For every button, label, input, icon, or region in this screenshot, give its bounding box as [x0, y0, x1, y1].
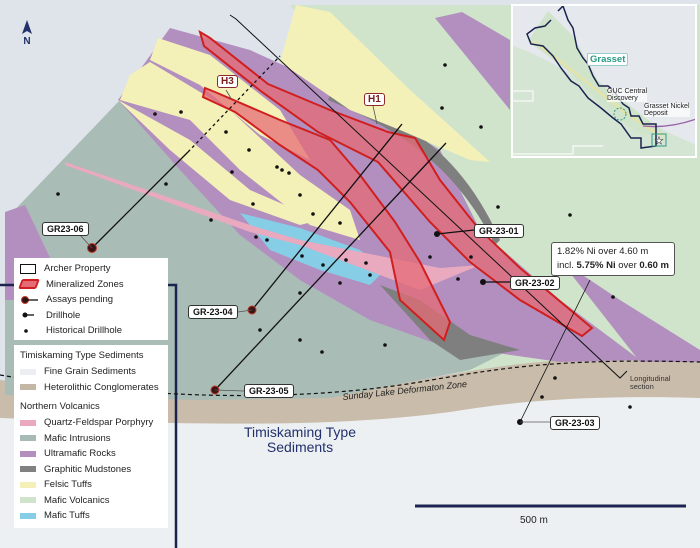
label-gr23-05: GR-23-05: [244, 384, 294, 398]
assays-pending-icon: [21, 295, 38, 304]
label-h1: H1: [364, 93, 385, 106]
drillhole-trace-gr23-01: [436, 229, 475, 235]
drillhole-collar-gr23-02: [480, 279, 486, 285]
legend-ultramafic-rocks: Ultramafic Rocks: [20, 446, 162, 462]
assay-result-callout: 1.82% Ni over 4.60 m incl. 5.75% Ni over…: [551, 242, 675, 276]
legend-fine-grain-sediments: Fine Grain Sediments: [20, 364, 162, 380]
legend-units: Timiskaming Type Sediments Fine Grain Se…: [14, 345, 168, 528]
drillhole-trace-gr23-03: [519, 279, 591, 423]
property-outline-icon: [20, 263, 36, 274]
unit-felsic-tuffs-upper: [280, 5, 490, 162]
label-h3: H3: [217, 75, 238, 88]
legend-assays-pending: Assays pending: [20, 292, 162, 308]
legend-mineralized-zones: Mineralized Zones: [18, 277, 162, 293]
callout-line1: 1.82% Ni over 4.60 m: [557, 246, 649, 257]
legend-symbols: Archer Property Mineralized Zones Assays…: [14, 258, 168, 340]
label-gr23-06: GR23-06: [42, 222, 89, 236]
legend-archer-property: Archer Property: [20, 261, 162, 277]
drillhole-icon: [22, 312, 34, 318]
label-gr23-02: GR-23-02: [510, 276, 560, 290]
legend-mafic-intrusions: Mafic Intrusions: [20, 431, 162, 447]
mineralized-zone-icon: [18, 279, 40, 290]
label-gr23-03: GR-23-03: [550, 416, 600, 430]
drillhole-trace-gr23-06-projected: [187, 55, 281, 153]
label-gr23-01: GR-23-01: [474, 224, 524, 238]
drillhole-trace-gr23-04: [251, 123, 403, 311]
north-arrow-icon: [22, 20, 32, 34]
mineralized-zone-h3: [201, 86, 452, 342]
legend-group-northern-volcanics: Northern Volcanics: [20, 401, 100, 412]
legend-mafic-tuffs: Mafic Tuffs: [20, 508, 162, 524]
legend-felsic-tuffs: Felsic Tuffs: [20, 477, 162, 493]
drillhole-trace-gr23-05: [214, 142, 447, 391]
unit-ultramafic-right: [560, 260, 700, 362]
scale-bar-label: 500 m: [520, 515, 548, 526]
callout-line2: incl. 5.75% Ni over 0.60 m: [557, 260, 669, 271]
historical-drillholes: [56, 63, 632, 409]
drillhole-collar-gr23-01: [434, 231, 440, 237]
inset-label-grasset: Grasset: [587, 53, 629, 66]
label-leaders: [79, 89, 550, 423]
north-label: N: [23, 36, 31, 47]
drillhole-traces: [91, 14, 628, 423]
unit-ultramafic-topright: [435, 12, 510, 110]
inset-graphic: ★: [513, 6, 695, 156]
label-gr23-04: GR-23-04: [188, 305, 238, 319]
historical-drillhole-icon: [24, 328, 28, 333]
unit-felsic-tuffs-3: [118, 100, 320, 225]
legend-drillhole: Drillhole: [20, 308, 162, 324]
drillhole-trace-gr23-06: [91, 151, 189, 249]
legend-mafic-volcanics: Mafic Volcanics: [20, 493, 162, 509]
legend-quartz-feldspar-porphyry: Quartz-Feldspar Porphyry: [20, 415, 162, 431]
star-icon: ★: [655, 136, 664, 147]
longitudinal-section-line: [229, 14, 628, 379]
legend-group-timiskaming: Timiskaming Type Sediments: [20, 350, 144, 361]
legend-heterolithic-conglomerates: Heterolithic Conglomerates: [20, 380, 162, 396]
legend-graphitic-mudstones: Graphitic Mudstones: [20, 462, 162, 478]
legend-historical-drillhole: Historical Drillhole: [20, 323, 162, 339]
